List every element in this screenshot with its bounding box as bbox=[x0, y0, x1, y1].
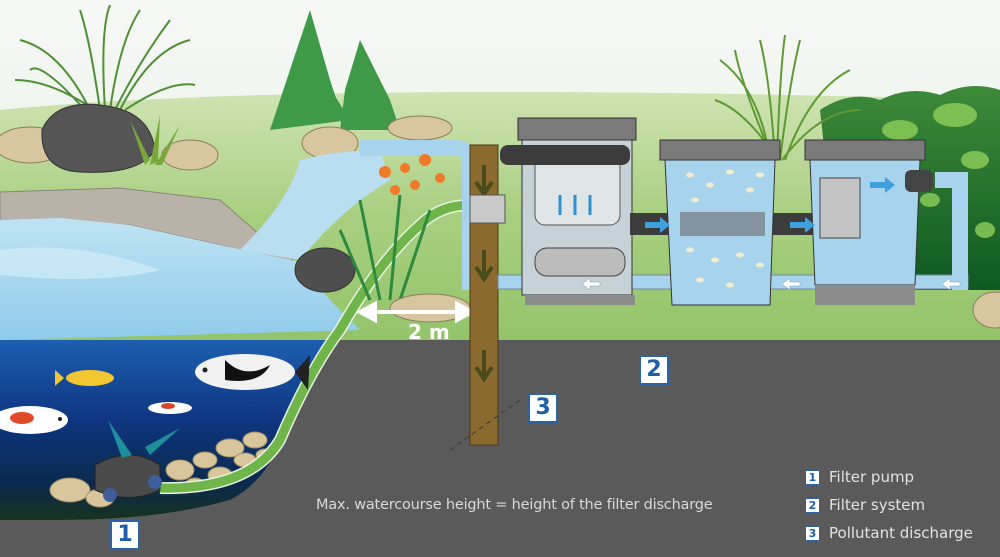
koi-fish-icon bbox=[0, 406, 68, 434]
flowers bbox=[379, 154, 445, 195]
koi-fish-icon bbox=[195, 354, 310, 390]
height-caption: Max. watercourse height = height of the … bbox=[316, 497, 713, 513]
filter-box-icon bbox=[804, 139, 933, 305]
legend-label: Filter pump bbox=[829, 468, 915, 486]
legend-label: Pollutant discharge bbox=[829, 524, 973, 542]
filter-box-icon bbox=[469, 117, 637, 305]
pond-surface bbox=[0, 218, 360, 340]
legend-number: 1 bbox=[805, 469, 820, 485]
marker-filter-pump: 1 bbox=[110, 520, 140, 550]
rock-center-2 bbox=[387, 115, 453, 141]
koi-fish-icon bbox=[55, 370, 114, 386]
return-pipe-right bbox=[935, 172, 968, 290]
stream bbox=[240, 150, 390, 260]
filter-box-icon bbox=[659, 139, 781, 306]
legend-label: Filter system bbox=[829, 496, 926, 514]
legend-item: 2 Filter system bbox=[805, 491, 973, 519]
marker-pollutant-discharge: 3 bbox=[528, 393, 558, 423]
suction-arrow-icon bbox=[108, 420, 180, 458]
shrub-highlights bbox=[882, 103, 995, 238]
conifer-trees bbox=[270, 10, 400, 130]
rock-right bbox=[972, 291, 1000, 329]
legend: 1 Filter pump 2 Filter system 3 Pollutan… bbox=[805, 463, 973, 547]
marker-filter-system: 2 bbox=[639, 355, 669, 385]
filter-pump-icon bbox=[94, 454, 162, 502]
legend-number: 3 bbox=[805, 525, 820, 541]
koi-fish-icon bbox=[148, 402, 192, 414]
legend-number: 2 bbox=[805, 497, 820, 513]
legend-item: 3 Pollutant discharge bbox=[805, 519, 973, 547]
fern-plant bbox=[130, 115, 180, 165]
legend-item: 1 Filter pump bbox=[805, 463, 973, 491]
rock-waterfall bbox=[294, 247, 356, 293]
flow-arrow-icon bbox=[645, 177, 895, 233]
ground bbox=[0, 340, 1000, 557]
distance-arrow-icon bbox=[355, 300, 477, 324]
iris-leaves bbox=[338, 194, 432, 301]
ornamental-grass-left bbox=[14, 4, 196, 111]
filter-media bbox=[686, 169, 764, 288]
distance-label: 2 m bbox=[408, 320, 450, 344]
flow-arrow-icon bbox=[581, 277, 961, 291]
